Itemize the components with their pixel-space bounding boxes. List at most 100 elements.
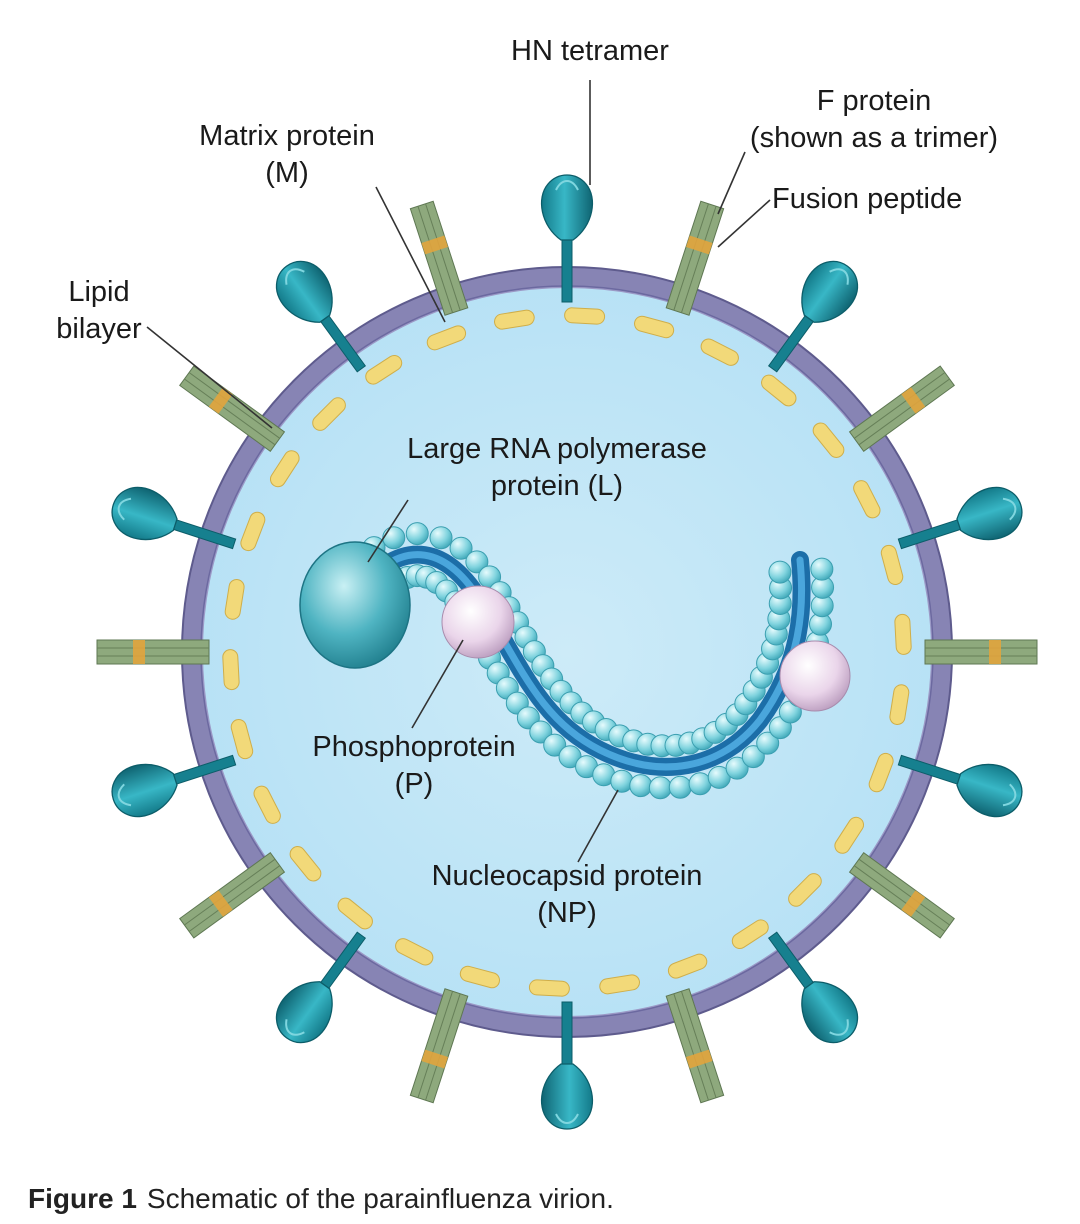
matrix-protein-unit [528, 979, 570, 997]
nucleocapsid-bead [756, 731, 780, 755]
nucleocapsid-bead [725, 756, 749, 780]
matrix-protein-unit [365, 354, 403, 385]
hn-tetramer [275, 931, 367, 1044]
matrix-protein-unit [853, 480, 881, 519]
matrix-protein-unit [269, 450, 300, 488]
label-f-protein-trimer: (shown as a trimer) [750, 122, 998, 154]
hn-tetramer [540, 174, 594, 303]
phosphoprotein-1 [441, 585, 515, 659]
label-bilayer: bilayer [56, 313, 142, 345]
phosphoprotein-2 [779, 640, 851, 712]
matrix-protein-unit [426, 325, 467, 351]
label-fusion-peptide: Fusion peptide [772, 183, 962, 215]
label-hn-tetramer: HN tetramer [511, 35, 669, 67]
matrix-protein-unit [788, 873, 822, 907]
matrix-protein-unit [894, 613, 912, 655]
matrix-protein-unit [564, 307, 606, 325]
f-protein-trimer [848, 365, 955, 452]
matrix-protein-unit [731, 919, 769, 950]
leader-nucleocapsid [577, 789, 619, 863]
leader-phosphoprotein [411, 639, 464, 729]
figure-caption-text: Schematic of the parainfluenza virion. [146, 1183, 614, 1214]
matrix-protein-unit [700, 338, 739, 366]
leader-lipid [146, 326, 273, 429]
f-protein-trimer [409, 200, 469, 316]
matrix-protein-layer [222, 307, 912, 997]
fusion-peptide-band [685, 1049, 713, 1069]
nucleocapsid-bead [429, 526, 453, 550]
nucleocapsid-bead [648, 776, 672, 800]
label-large-polymerase-protein: protein (L) [491, 470, 623, 502]
matrix-protein-unit [240, 511, 266, 552]
surface-glycoproteins [96, 174, 1038, 1130]
hn-tetramer [897, 486, 1023, 550]
matrix-protein-unit [459, 965, 500, 989]
hn-tetramer [540, 1001, 594, 1130]
nucleocapsid-bead [465, 550, 489, 574]
matrix-protein-unit [312, 397, 346, 431]
nucleocapsid-bead [405, 522, 429, 546]
matrix-protein-unit [812, 422, 845, 458]
fusion-peptide-band [989, 640, 1001, 664]
f-protein-trimer [924, 639, 1038, 665]
nucleocapsid-bead [768, 560, 792, 584]
label-large-polymerase: Large RNA polymerase [407, 433, 707, 465]
matrix-protein-unit [230, 719, 254, 760]
nucleocapsid-bead [810, 557, 834, 581]
fusion-peptide-band [901, 890, 926, 917]
matrix-protein-unit [634, 315, 675, 339]
nucleocapsid-bead [543, 733, 567, 757]
fusion-peptide-band [208, 387, 233, 414]
leader-matrix [375, 186, 446, 323]
matrix-protein-unit [834, 816, 865, 854]
matrix-protein-unit [395, 938, 434, 966]
virion-diagram: HN tetramer F protein (shown as a trimer… [56, 35, 1038, 1130]
f-protein-trimer [179, 365, 286, 452]
label-phosphoprotein: Phosphoprotein [312, 731, 515, 763]
matrix-protein-unit [289, 846, 322, 882]
matrix-protein-unit [868, 752, 894, 793]
hn-tetramer [767, 931, 859, 1044]
fusion-peptide-band [208, 890, 233, 917]
fusion-peptide-band [421, 235, 449, 255]
matrix-protein-unit [224, 579, 245, 620]
f-protein-trimer [665, 200, 725, 316]
fusion-peptide-band [901, 387, 926, 414]
matrix-protein-unit [889, 684, 910, 725]
label-matrix-protein-abbrev: (M) [265, 157, 308, 189]
label-matrix-protein: Matrix protein [199, 120, 375, 152]
matrix-protein-unit [761, 374, 797, 407]
leader-fusion-peptide [717, 199, 771, 248]
matrix-protein-unit [222, 649, 240, 691]
f-protein-trimer [848, 852, 955, 939]
label-phosphoprotein-abbrev: (P) [395, 768, 434, 800]
nucleocapsid-bead [741, 745, 765, 769]
f-protein-trimer [665, 988, 725, 1104]
label-f-protein: F protein [817, 85, 931, 117]
matrix-protein-unit [253, 785, 281, 824]
matrix-protein-unit [667, 953, 708, 979]
nucleocapsid-bead [610, 769, 634, 793]
f-protein-trimer [409, 988, 469, 1104]
large-rna-polymerase [299, 541, 411, 669]
label-lipid: Lipid [68, 276, 129, 308]
nucleocapsid-bead [382, 526, 406, 550]
label-nucleocapsid-abbrev: (NP) [537, 897, 597, 929]
hn-tetramer [275, 260, 367, 373]
label-nucleocapsid: Nucleocapsid protein [432, 860, 703, 892]
virion-interior [203, 288, 931, 1016]
fusion-peptide-band [685, 235, 713, 255]
fusion-peptide-band [421, 1049, 449, 1069]
fusion-peptide-band [133, 640, 145, 664]
matrix-protein-unit [494, 309, 535, 330]
f-protein-trimer [179, 852, 286, 939]
figure-number: Figure 1 [28, 1183, 137, 1214]
figure-caption: Figure 1 Schematic of the parainfluenza v… [28, 1183, 614, 1215]
f-protein-trimer [96, 639, 210, 665]
leader-large-polymerase [367, 499, 409, 563]
hn-tetramer [111, 754, 237, 818]
matrix-protein-unit [337, 897, 373, 930]
leader-f-protein [717, 151, 746, 215]
hn-tetramer [111, 486, 237, 550]
nucleocapsid-bead [668, 775, 692, 799]
